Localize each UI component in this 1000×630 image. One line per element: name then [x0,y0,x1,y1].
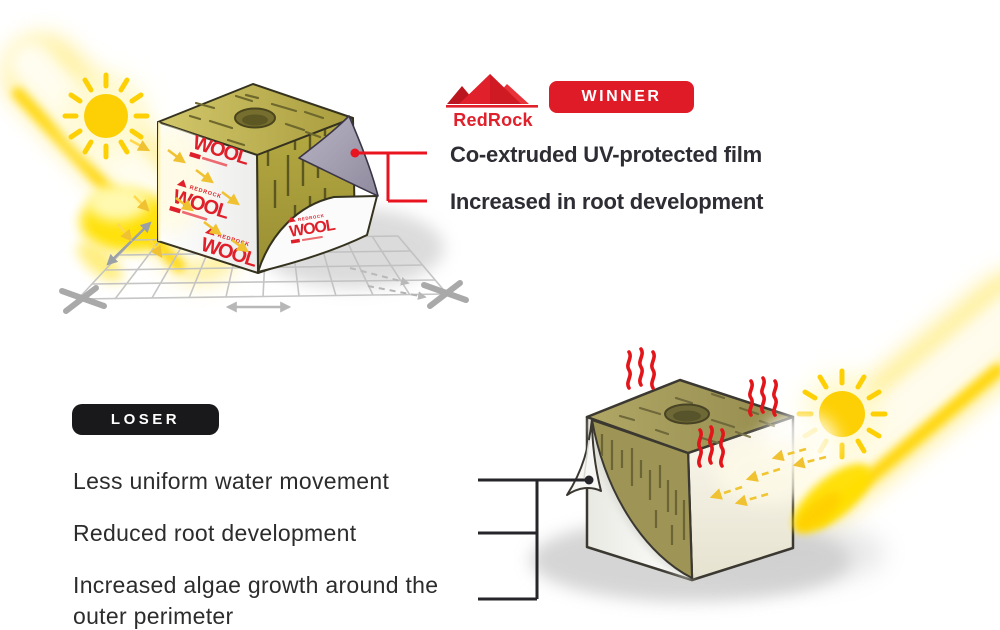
sunray-arrow-icon [709,447,827,507]
loser-point-root: Reduced root development [73,520,357,546]
callout-dot [350,148,360,158]
winner-point-root: Increased in root development [450,189,764,214]
mountain-logo-icon [446,74,538,108]
winner-callout [357,151,427,203]
heat-waves-icon [626,347,778,468]
callout-dot [584,475,594,485]
loser-badge-label: LOSER [110,411,181,428]
svg-text:RedRock: RedRock [453,110,533,130]
winner-point-film: Co-extruded UV-protected film [450,142,763,167]
rockwool-striations [600,434,686,545]
light-glow [77,241,123,283]
rockwool-dashes [188,93,325,147]
light-glow [795,492,841,532]
loser-callout [478,478,589,601]
grid-axis-cross [59,280,469,314]
winner-cube: REDROCK WOOL [116,83,379,274]
printed-film: REDROCK WOOL REDROCK WOOL REDR [158,122,258,272]
redrock-logo: RedRock [446,74,538,130]
exposed-rockwool [591,419,693,579]
svg-text:REDROCK: REDROCK [298,213,325,222]
flow-arrow-icon [167,148,249,253]
loser-badge: LOSER [72,404,219,435]
sun-icon [62,72,150,160]
winner-badge: WINNER [549,81,694,113]
loser-point-algae: Increased algae growth around the outer … [73,572,439,629]
winner-illustration: REDROCK WOOL [4,34,469,314]
peeled-film-flap [298,115,379,197]
light-glow [88,185,148,221]
diagonal-arrow-icon [106,221,152,266]
peeled-film-flap [566,418,602,496]
flow-arrow-icon [116,138,163,258]
loser-point-water: Less uniform water movement [73,468,390,494]
loser-illustration [478,270,1000,602]
winner-badge-label: WINNER [581,88,662,105]
